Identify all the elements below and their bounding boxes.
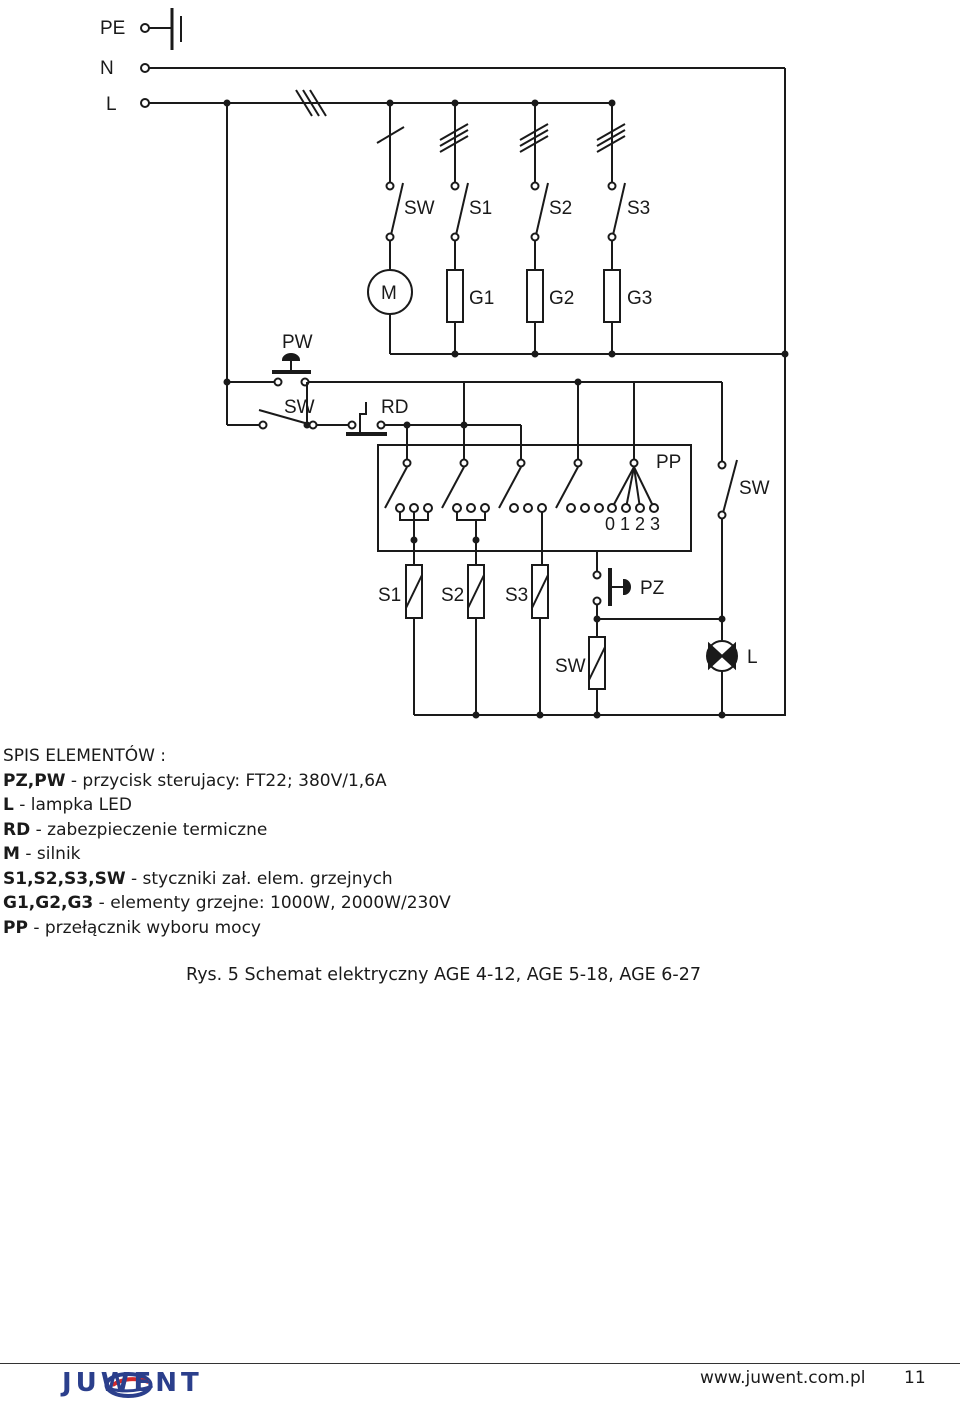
legend-code: S1,S2,S3,SW [3,868,126,889]
legend-item: G1,G2,G3 - elementy grzejne: 1000W, 2000… [3,891,451,916]
wiring-schematic: PE N L SW S1 S2 S3 M G1 G2 G3 PW SW RD P… [100,8,789,719]
legend-code: PP [3,917,28,938]
footer-url[interactable]: www.juwent.com.pl [700,1368,866,1388]
label-right-sw: SW [739,478,770,499]
label-top-s3: S3 [627,198,650,219]
legend-code: G1,G2,G3 [3,893,94,913]
label-g2: G2 [549,288,574,309]
label-coil-s3: S3 [505,585,528,606]
label-lamp: L [747,647,758,668]
legend-item: RD - zabezpieczenie termiczne [3,818,451,843]
brand-name: JUWENT [62,1368,203,1398]
legend-item: L - lampka LED [3,793,451,818]
label-top-sw: SW [404,198,435,219]
label-n: N [100,58,114,79]
page-number: 11 [904,1368,926,1388]
label-top-s2: S2 [549,198,572,219]
legend-text: - zabezpieczenie termiczne [30,819,268,840]
legend-title: SPIS ELEMENTÓW : [3,746,167,766]
label-top-s1: S1 [469,198,492,219]
label-pe: PE [100,18,125,39]
legend-code: L [3,795,14,815]
legend-text: - elementy grzejne: 1000W, 2000W/230V [93,893,451,913]
label-coil-sw: SW [555,656,586,677]
label-pp-positions: 0 1 2 3 [605,514,660,534]
figure-caption: Rys. 5 Schemat elektryczny AGE 4-12, AGE… [186,965,701,985]
legend-text: - silnik [19,844,81,864]
label-pw: PW [282,332,313,353]
legend-code: PZ,PW [3,770,66,791]
legend-text: - styczniki zał. elem. grzejnych [125,868,393,889]
legend-code: RD [3,819,31,840]
legend-item: S1,S2,S3,SW - styczniki zał. elem. grzej… [3,867,451,892]
label-coil-s1: S1 [378,585,401,606]
legend-item: M - silnik [3,842,451,867]
legend-item: PZ,PW - przycisk sterujacy: FT22; 380V/1… [3,769,451,794]
footer-divider [0,1363,960,1364]
label-pp: PP [656,452,681,473]
label-motor: M [381,283,397,304]
legend-code: M [3,844,20,864]
label-coil-s2: S2 [441,585,464,606]
legend-text: - przycisk sterujacy: FT22; 380V/1,6A [65,770,387,791]
legend-item: PP - przełącznik wyboru mocy [3,916,451,941]
label-pz: PZ [640,578,665,599]
label-g3: G3 [627,288,652,309]
label-sw-selfhold: SW [284,397,315,418]
juwent-logo-icon [104,1372,154,1398]
label-l: L [106,94,117,115]
label-g1: G1 [469,288,494,309]
legend: SPIS ELEMENTÓW : PZ,PW - przycisk steruj… [3,744,451,940]
legend-text: - lampka LED [13,795,132,815]
legend-text: - przełącznik wyboru mocy [27,917,261,938]
label-rd: RD [381,397,408,418]
